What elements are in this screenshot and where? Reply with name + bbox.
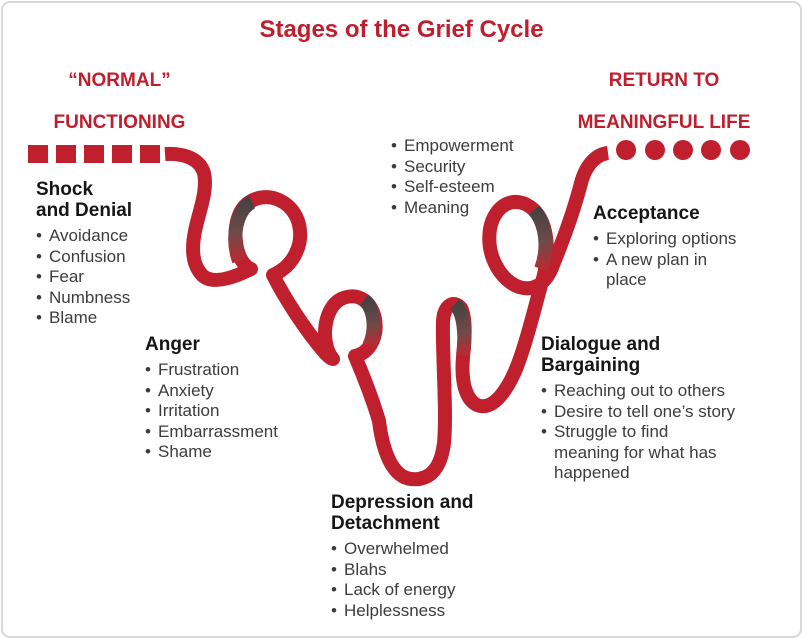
list-item: Blahs	[331, 560, 474, 581]
ribbon-dash	[28, 145, 48, 163]
list-item: Lack of energy	[331, 580, 474, 601]
list-item: Empowerment	[391, 136, 514, 157]
list-item: Fear	[36, 267, 132, 288]
endpoint-left-line2: FUNCTIONING	[53, 112, 186, 133]
stage-shock-and-denial: Shock and Denial Avoidance Confusion Fea…	[36, 179, 132, 329]
stage-title: Anger	[145, 334, 200, 355]
twist-shading-loop3	[449, 299, 472, 357]
stage-title: Acceptance	[593, 203, 700, 224]
list-item: Irritation	[145, 401, 278, 422]
stage-dialogue-and-bargaining: Dialogue and Bargaining Reaching out to …	[541, 334, 735, 484]
twist-shading-loop4	[528, 205, 553, 272]
list-item: Embarrassment	[145, 422, 278, 443]
ribbon-dash	[112, 145, 132, 163]
stage-acceptance: Acceptance Exploring options A new plan …	[593, 203, 736, 291]
list-item: Desire to tell one’s story	[541, 402, 735, 423]
ribbon-dot	[616, 140, 636, 160]
list-item: Exploring options	[593, 229, 736, 250]
ribbon-dash	[84, 145, 104, 163]
endpoint-right-line1: RETURN TO	[608, 70, 720, 91]
ribbon-dot-segments	[616, 140, 750, 160]
list-item: Confusion	[36, 247, 132, 268]
endpoint-left-line1: “NORMAL”	[68, 70, 171, 91]
ribbon-twist-shadings	[228, 195, 553, 357]
endpoint-label-return-to-meaningful-life: RETURN TO MEANINGFUL LIFE	[565, 70, 763, 133]
stage-title: Dialogue and Bargaining	[541, 334, 661, 376]
list-item: Meaning	[391, 198, 514, 219]
ribbon-dot	[730, 140, 750, 160]
list-item: Anxiety	[145, 381, 278, 402]
ribbon-dash	[56, 145, 76, 163]
list-item: Frustration	[145, 360, 278, 381]
list-item: Helplessness	[331, 601, 474, 622]
ribbon-dash-segments	[28, 145, 160, 163]
stage-title: Shock and Denial	[36, 179, 133, 221]
list-item: Avoidance	[36, 226, 132, 247]
list-item: Self-esteem	[391, 177, 514, 198]
twist-shading-loop1	[228, 195, 256, 264]
list-item: Security	[391, 157, 514, 178]
page-title: Stages of the Grief Cycle	[259, 16, 544, 43]
ribbon-dot	[673, 140, 693, 160]
list-item: A new plan in place	[593, 250, 736, 291]
stage-anger: Anger Frustration Anxiety Irritation Emb…	[145, 334, 278, 463]
list-item: Overwhelmed	[331, 539, 474, 560]
stage-depression-and-detachment: Depression and Detachment Overwhelmed Bl…	[331, 492, 474, 621]
twist-shading-loop2	[358, 294, 381, 349]
ribbon-dot	[701, 140, 721, 160]
recovery-traits-list: Empowerment Security Self-esteem Meaning	[391, 136, 514, 218]
endpoint-label-normal-functioning: “NORMAL” FUNCTIONING	[27, 70, 212, 133]
list-item: Shame	[145, 442, 278, 463]
list-item: Numbness	[36, 288, 132, 309]
ribbon-dash	[140, 145, 160, 163]
stage-title: Depression and Detachment	[331, 492, 474, 534]
list-item: Blame	[36, 308, 132, 329]
ribbon-dot	[645, 140, 665, 160]
list-item: Reaching out to others	[541, 381, 735, 402]
list-item: Struggle to find meaning for what has ha…	[541, 422, 735, 484]
endpoint-right-line2: MEANINGFUL LIFE	[577, 112, 751, 133]
